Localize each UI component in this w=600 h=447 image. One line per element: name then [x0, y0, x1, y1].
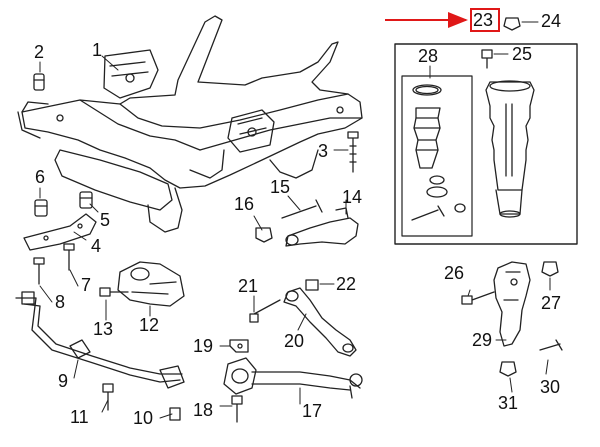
- callout-4: 4: [91, 236, 102, 256]
- callout-10: 10: [133, 408, 154, 428]
- callout-29: 29: [472, 330, 493, 350]
- callout-9: 9: [58, 371, 69, 391]
- front-subframe-icon: [17, 15, 363, 233]
- callout-23: 23: [473, 10, 494, 30]
- callout-27: 27: [541, 293, 562, 313]
- callout-17: 17: [302, 401, 323, 421]
- callout-24: 24: [541, 11, 562, 31]
- stabilizer-bar-icon: [15, 291, 185, 389]
- callout-12: 12: [139, 315, 160, 335]
- callout-8: 8: [55, 292, 66, 312]
- callout-26: 26: [444, 263, 465, 283]
- callout-16: 16: [234, 194, 255, 214]
- callout-25: 25: [512, 44, 533, 64]
- callout-18: 18: [193, 400, 214, 420]
- highlight-box: [470, 8, 500, 32]
- callout-14: 14: [342, 187, 363, 207]
- callout-5: 5: [100, 210, 111, 230]
- callout-30: 30: [540, 377, 561, 397]
- callout-19: 19: [193, 336, 214, 356]
- callout-15: 15: [270, 177, 291, 197]
- callout-22: 22: [336, 274, 357, 294]
- callout-11: 11: [70, 407, 89, 427]
- callout-28: 28: [418, 46, 439, 66]
- callout-31: 31: [498, 393, 519, 413]
- callout-2: 2: [34, 42, 45, 62]
- callout-1: 1: [92, 40, 103, 60]
- callout-3: 3: [318, 141, 329, 161]
- callout-7: 7: [81, 275, 92, 295]
- air-suspension-strut-icon: [411, 80, 535, 221]
- callout-6: 6: [35, 167, 46, 187]
- callout-21: 21: [238, 276, 259, 296]
- callout-13: 13: [93, 319, 114, 339]
- callout-20: 20: [284, 331, 305, 351]
